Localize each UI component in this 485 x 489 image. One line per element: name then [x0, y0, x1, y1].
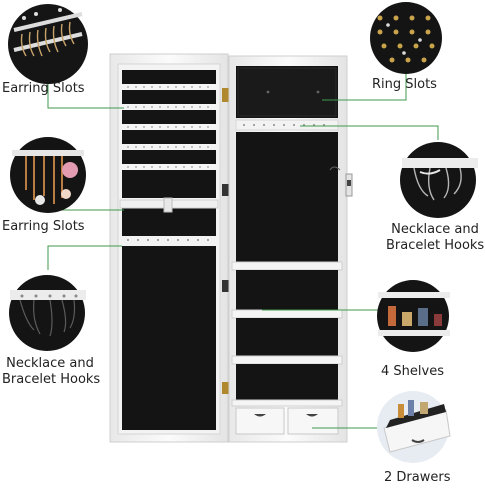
necklace-hooks-label-right: Necklace and Bracelet Hooks [386, 222, 484, 254]
bracelet-hooks-photo [400, 142, 478, 218]
necklace-hooks-label-right-line1: Necklace and [391, 222, 479, 237]
hinge-lower [222, 280, 230, 292]
shelf [231, 309, 343, 319]
shelf [231, 399, 343, 407]
necklace-panel [122, 246, 216, 430]
necklace-hooks-photo [9, 275, 86, 351]
earring-slots-photo [8, 4, 88, 84]
earring-hooks-photo [10, 137, 86, 213]
earring-slots-label-mid: Earring Slots [2, 219, 85, 234]
hinge-bottom [222, 382, 230, 394]
shelf-items-photo [377, 280, 450, 352]
necklace-hooks-label-left-line1: Necklace and [6, 356, 94, 371]
necklace-hooks-label-right-line2: Bracelet Hooks [386, 238, 485, 253]
necklace-hooks-label-left: Necklace and Bracelet Hooks [2, 356, 101, 388]
ring-slots-label: Ring Slots [372, 77, 437, 92]
drawer-right [287, 407, 339, 435]
necklace-hooks-label-left-line2: Bracelet Hooks [2, 372, 101, 387]
earring-slots-label-top: Earring Slots [2, 81, 85, 96]
cabinet-door [109, 53, 229, 443]
cabinet-body [228, 55, 353, 443]
ring-drawer-front [237, 67, 337, 117]
earring-slot-rows [119, 70, 219, 244]
hinge-top [222, 88, 230, 102]
ring-slots-photo [370, 2, 442, 74]
drawer-photo [377, 391, 451, 463]
shelves-label: 4 Shelves [381, 364, 444, 379]
shelf [231, 355, 343, 365]
shelf [231, 261, 343, 271]
drawers-label: 2 Drawers [384, 470, 451, 485]
hinge-upper [222, 184, 230, 196]
drawer-left [235, 407, 285, 435]
